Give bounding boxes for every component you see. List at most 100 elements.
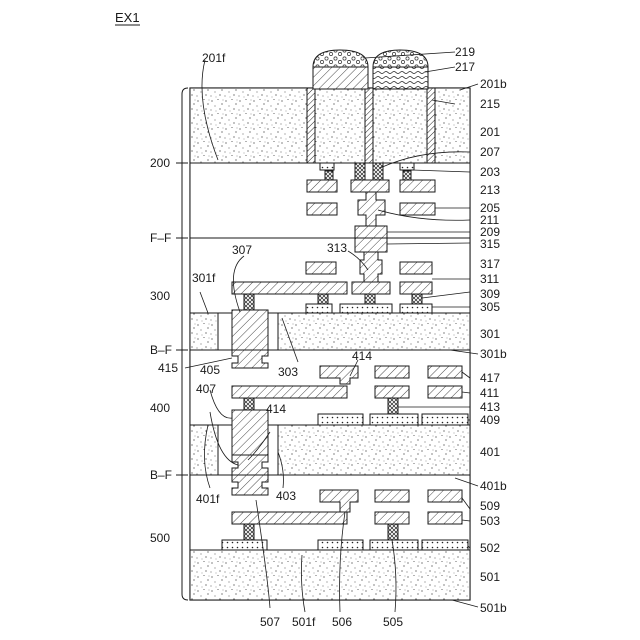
substrate-401 <box>278 425 470 475</box>
substrate-301-left <box>190 313 218 350</box>
label-403: 403 <box>276 489 296 503</box>
via-413-a <box>244 398 254 410</box>
label-207: 207 <box>480 145 500 159</box>
bond-pad-315 <box>355 238 387 252</box>
left-label-300: 300 <box>150 289 170 303</box>
via-203-a <box>325 171 333 180</box>
pad-305-c <box>400 304 432 313</box>
figure-title: EX1 <box>115 10 140 25</box>
label-313: 313 <box>327 241 347 255</box>
label-215: 215 <box>480 97 500 111</box>
left-label-200: 200 <box>150 156 170 170</box>
pad-409-b <box>370 414 418 425</box>
label-309: 309 <box>480 287 500 301</box>
label-301b: 301b <box>480 347 507 361</box>
label-317: 317 <box>480 257 500 271</box>
label-407: 407 <box>196 382 216 396</box>
pad-305-b <box>340 304 392 313</box>
via-liner-215-right <box>427 88 435 163</box>
label-505: 505 <box>383 615 403 629</box>
label-413: 413 <box>480 400 500 414</box>
through-via-407 <box>232 410 268 455</box>
pad-502-d <box>422 540 468 550</box>
pad-502-c <box>370 540 418 550</box>
label-201b: 201b <box>480 77 507 91</box>
label-417: 417 <box>480 371 500 385</box>
left-label-400: 400 <box>150 401 170 415</box>
label-213: 213 <box>480 183 500 197</box>
label-305: 305 <box>480 300 500 314</box>
via-203-b <box>403 171 411 180</box>
label-411: 411 <box>480 386 499 400</box>
pad-502-a <box>222 540 267 550</box>
metal-411-c <box>428 386 462 398</box>
label-409: 409 <box>480 413 500 427</box>
substrate-301 <box>278 313 470 350</box>
via-207-b <box>373 163 383 181</box>
via-207-a <box>355 163 365 181</box>
label-401f: 401f <box>196 492 220 506</box>
label-501b: 501b <box>480 601 507 615</box>
via-413-b <box>388 398 398 414</box>
left-labels: 200 F–F 300 B–F 400 B–F 500 <box>150 156 172 545</box>
label-414-bottom: 414 <box>266 402 286 416</box>
label-501: 501 <box>480 570 500 584</box>
pad-409-c <box>422 414 468 425</box>
metal-411-long <box>232 386 347 398</box>
via-liner-215-mid <box>365 88 373 163</box>
pad-502-b <box>318 540 363 550</box>
bond-pad-315-top <box>355 226 387 238</box>
metal-311-mid <box>352 282 390 294</box>
label-219: 219 <box>455 45 475 59</box>
bump-pad-left <box>313 67 368 89</box>
left-label-b-f-1: B–F <box>150 343 172 357</box>
via-505-b <box>388 524 398 540</box>
metal-211-a <box>307 203 337 215</box>
metal-503-b <box>375 512 409 524</box>
label-415: 415 <box>158 361 178 375</box>
label-203: 203 <box>480 165 500 179</box>
pad-305-a <box>306 304 332 313</box>
label-503: 503 <box>480 514 500 528</box>
metal-503-long <box>232 512 347 524</box>
label-311: 311 <box>480 272 499 286</box>
left-label-f-f: F–F <box>150 231 171 245</box>
label-509: 509 <box>480 499 500 513</box>
via-309-c <box>365 294 375 304</box>
label-401: 401 <box>480 445 500 459</box>
metal-509-c <box>428 490 462 502</box>
metal-205-c <box>400 180 435 192</box>
label-201f: 201f <box>202 51 226 65</box>
label-217: 217 <box>455 60 475 74</box>
metal-503-c <box>428 512 462 524</box>
label-507: 507 <box>260 615 280 629</box>
label-506: 506 <box>332 615 352 629</box>
label-201: 201 <box>480 125 500 139</box>
via-liner-215-left <box>307 88 315 163</box>
pad-203-a <box>320 163 334 170</box>
substrate-401-left <box>190 425 218 475</box>
label-414-top: 414 <box>352 349 372 363</box>
layer-bracket <box>176 88 188 600</box>
left-label-b-f-2: B–F <box>150 468 172 482</box>
via-309-a <box>244 294 254 310</box>
pad-203-b <box>400 163 414 170</box>
metal-205-b <box>351 180 389 192</box>
label-502: 502 <box>480 541 500 555</box>
label-315: 315 <box>480 237 500 251</box>
metal-417-b <box>375 366 409 378</box>
via-309-b <box>318 294 328 304</box>
label-401b: 401b <box>480 479 507 493</box>
solder-bump-219-right <box>373 50 428 67</box>
metal-311-d <box>400 282 432 294</box>
label-301: 301 <box>480 327 500 341</box>
label-303: 303 <box>278 365 298 379</box>
through-via-307 <box>232 310 268 350</box>
via-309-d <box>412 294 422 304</box>
metal-311-c <box>400 262 432 274</box>
metal-417-c <box>428 366 462 378</box>
metal-311-a <box>306 262 336 274</box>
metal-509-b <box>375 490 409 502</box>
